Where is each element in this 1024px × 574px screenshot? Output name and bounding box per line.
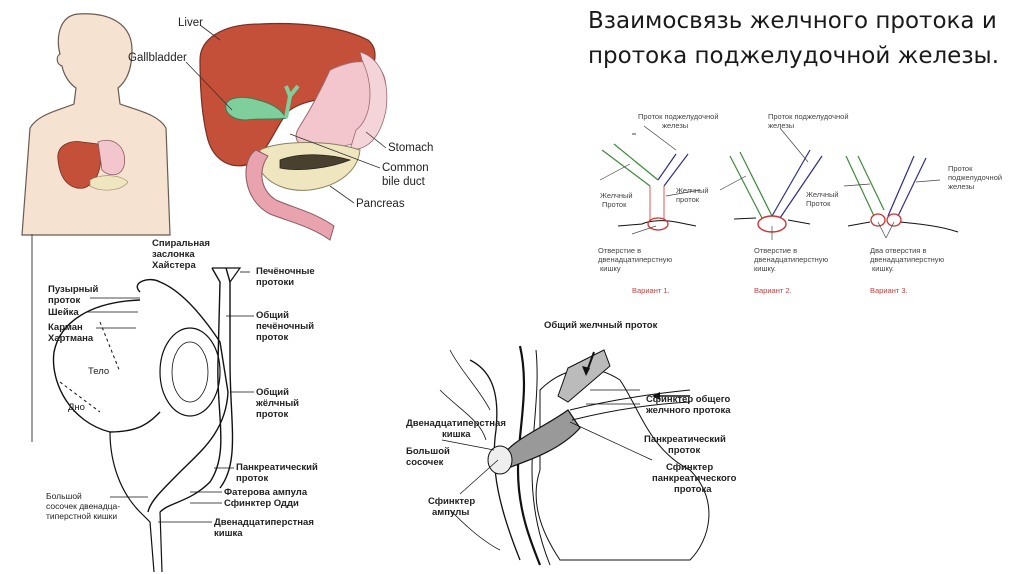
v1-pancreatic-label-1: Проток поджелудочной bbox=[638, 112, 719, 121]
variant-3-drawing bbox=[843, 155, 959, 239]
label-stomach: Stomach bbox=[388, 142, 434, 154]
label-papilla-1: Большой bbox=[46, 491, 82, 501]
v3-opening-3: кишку. bbox=[872, 264, 894, 273]
label-oddi-sphincter: Сфинктер Одди bbox=[224, 498, 299, 509]
label-pancreatic-duct-2: проток bbox=[236, 473, 269, 484]
v1-caption: Вариант 1. bbox=[632, 286, 670, 295]
v3-opening-2: двенадцатиперстную bbox=[870, 255, 945, 264]
title-line-2: протока поджелудочной железы. bbox=[588, 43, 1000, 69]
v2-caption: Вариант 2. bbox=[754, 286, 792, 295]
v3-pancreatic-label-3: железы bbox=[948, 182, 975, 191]
label-pancreas: Pancreas bbox=[356, 198, 405, 210]
label-papilla-2: сосочек bbox=[406, 457, 444, 468]
label-common-hepatic-3: проток bbox=[256, 332, 289, 343]
variants-diagram: Проток поджелудочной железы Желчный Прот… bbox=[580, 100, 1020, 300]
v2-pancreatic-label-2: железы bbox=[768, 121, 795, 130]
label-hartmann-2: Хартмана bbox=[48, 333, 94, 344]
variants-line-drawing bbox=[599, 125, 959, 240]
label-pancreatic-sphincter-2: панкреатического bbox=[652, 473, 737, 484]
label-pancreatic-duct-2: проток bbox=[668, 445, 701, 456]
sphincter-diagram: Общий желчный проток Сфинктер общего жел… bbox=[390, 310, 770, 570]
label-pancreatic-duct-1: Панкреатический bbox=[236, 462, 318, 473]
v3-pancreatic-label-1: Проток bbox=[948, 164, 973, 173]
label-vater-ampulla: Фатерова ампула bbox=[224, 487, 308, 498]
label-hepatic-ducts-1: Печёночные bbox=[256, 266, 315, 277]
label-cbd-sphincter-1: Сфинктер общего bbox=[646, 394, 731, 405]
label-common-hepatic-1: Общий bbox=[256, 310, 289, 321]
label-duodenum-2: кишка bbox=[442, 429, 471, 440]
label-common-bile-2: жёлчный bbox=[256, 398, 300, 409]
v2-bile-label-1: Желчный bbox=[806, 190, 839, 199]
label-ampulla-sphincter-2: ампулы bbox=[432, 507, 470, 518]
label-hepatic-ducts-2: протоки bbox=[256, 277, 295, 288]
label-fundus: Дно bbox=[68, 402, 85, 413]
label-common-bile-duct-2: bile duct bbox=[382, 176, 425, 188]
v1-opening-3: кишку bbox=[600, 264, 621, 273]
v2-bile-label-2: Проток bbox=[806, 199, 831, 208]
v2-pancreatic-label-1: Проток поджелудочной bbox=[768, 112, 849, 121]
label-common-bile-1: Общий bbox=[256, 387, 289, 398]
label-common-hepatic-2: печёночный bbox=[256, 321, 315, 332]
digestive-organs-illustration bbox=[199, 22, 388, 241]
label-neck: Шейка bbox=[48, 307, 79, 318]
label-ampulla-sphincter-1: Сфинктер bbox=[428, 496, 476, 507]
overview-leader-lines bbox=[185, 24, 387, 204]
label-common-bile-duct: Общий желчный проток bbox=[544, 320, 658, 331]
label-heister-2: заслонка bbox=[152, 249, 195, 260]
label-common-bile-3: проток bbox=[256, 409, 289, 420]
label-cystic-duct-2: проток bbox=[48, 295, 81, 306]
anatomy-overview: Liver Gallbladder Stomach Common bile du… bbox=[0, 0, 460, 241]
label-pancreatic-sphincter-3: протока bbox=[674, 484, 712, 495]
v2-opening-3: кишку. bbox=[754, 264, 776, 273]
title-line-1: Взаимосвязь желчного протока и bbox=[588, 8, 997, 34]
label-liver: Liver bbox=[178, 17, 203, 29]
gallbladder-line-drawing bbox=[31, 234, 254, 573]
label-heister-3: Хайстера bbox=[152, 260, 196, 271]
slide-title: Взаимосвязь желчного протока и протока п… bbox=[588, 4, 1018, 74]
label-papilla-1: Большой bbox=[406, 446, 450, 457]
duct-sphincter-shape bbox=[487, 349, 691, 475]
label-pancreatic-duct-1: Панкреатический bbox=[644, 434, 726, 445]
label-cbd-sphincter-2: желчного протока bbox=[646, 405, 731, 416]
sphincter-line-drawing bbox=[439, 345, 710, 566]
label-cystic-duct-1: Пузырный bbox=[48, 284, 99, 295]
v3-opening-1: Два отверстия в bbox=[870, 246, 927, 255]
v1-pancreatic-label-2: железы bbox=[662, 121, 689, 130]
label-heister-1: Спиральная bbox=[152, 238, 210, 249]
label-papilla-2: сосочек двенадца- bbox=[46, 501, 121, 511]
variant-2-drawing bbox=[719, 127, 823, 240]
label-duodenum-1: Двенадцатиперстная bbox=[214, 517, 314, 528]
v1-opening-1: Отверстие в bbox=[598, 246, 642, 255]
label-common-bile-duct-1: Common bbox=[382, 162, 429, 174]
label-pancreatic-sphincter-1: Сфинктер bbox=[666, 462, 714, 473]
v2-opening-2: двенадцатиперстную bbox=[754, 255, 829, 264]
label-body: Тело bbox=[88, 366, 110, 377]
label-papilla-3: типерстной кишки bbox=[46, 511, 118, 521]
label-gallbladder: Gallbladder bbox=[128, 52, 187, 64]
label-duodenum-2: кишка bbox=[214, 528, 243, 539]
label-duodenum-1: Двенадцатиперстная bbox=[406, 418, 506, 429]
v1-opening-2: двенадцатиперстную bbox=[598, 255, 673, 264]
v1-bile-label-1: Желчный bbox=[600, 191, 633, 200]
label-hartmann-1: Карман bbox=[48, 322, 83, 333]
variant-1-drawing bbox=[599, 125, 701, 235]
v1-bile-label-right-1: Желчный bbox=[676, 186, 709, 195]
human-torso-illustration bbox=[21, 13, 171, 236]
v3-pancreatic-label-2: поджелудочной bbox=[948, 173, 1003, 182]
v3-caption: Вариант 3. bbox=[870, 286, 908, 295]
v1-bile-label-right-2: проток bbox=[676, 195, 700, 204]
v2-opening-1: Отверстие в bbox=[754, 246, 798, 255]
v1-bile-label-2: Проток bbox=[602, 200, 627, 209]
gallbladder-diagram: Спиральная заслонка Хайстера Печёночные … bbox=[30, 232, 330, 574]
